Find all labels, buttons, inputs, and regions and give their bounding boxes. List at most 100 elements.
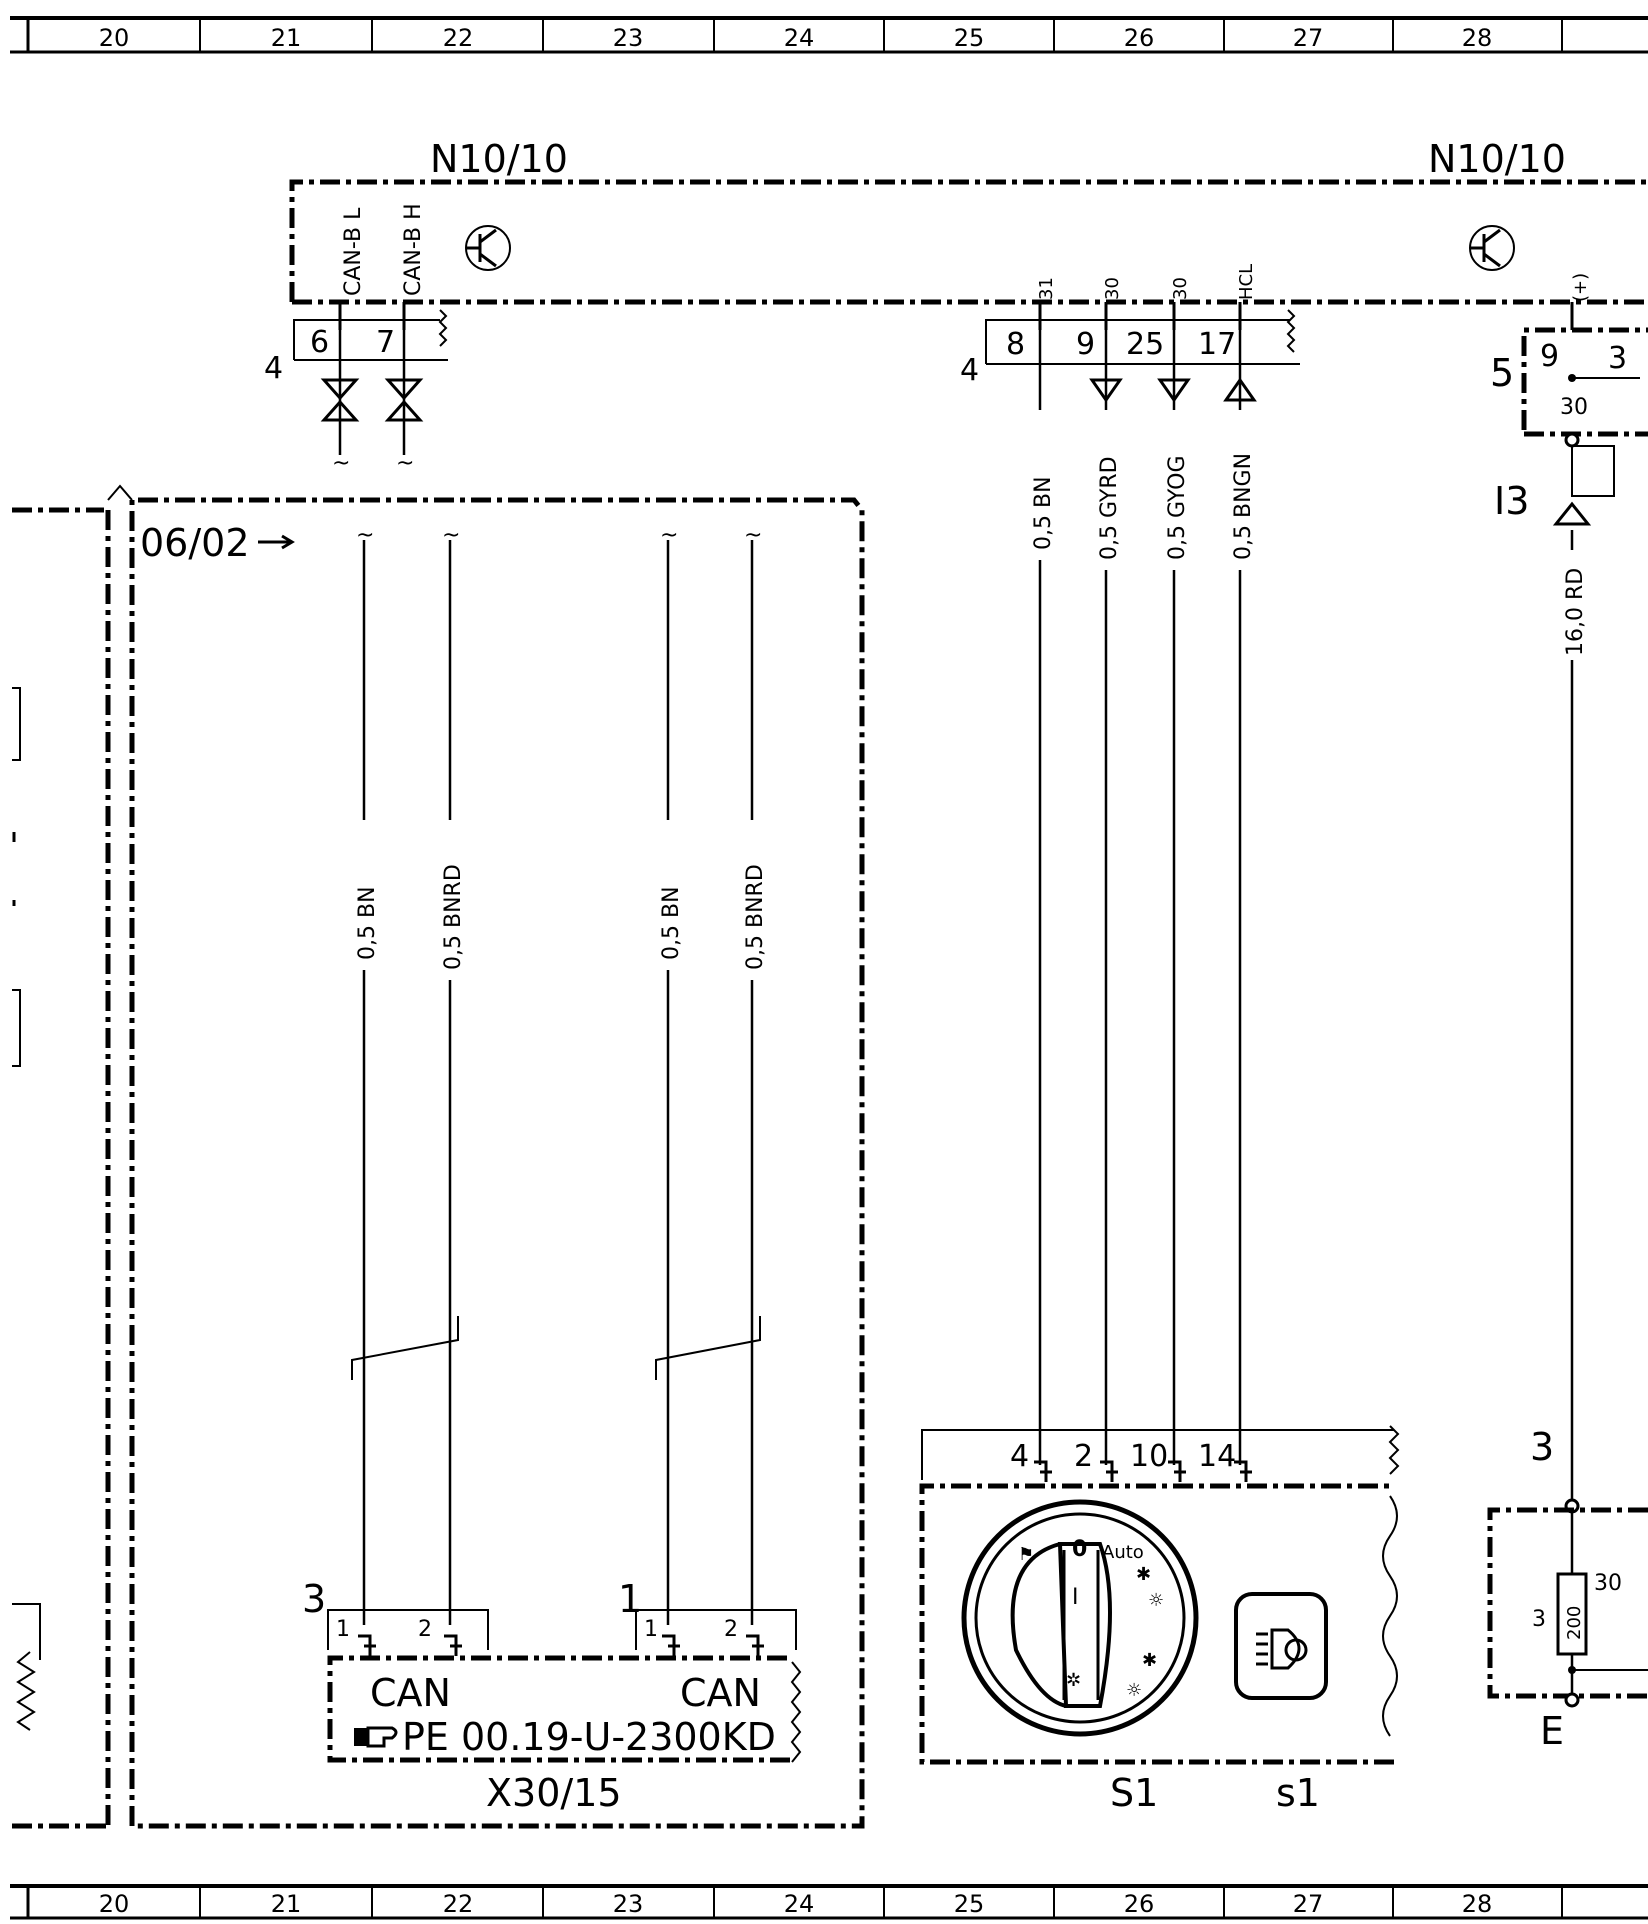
s1-pin-10: 10 [1130, 1439, 1168, 1474]
hand-pointer-icon [354, 1726, 398, 1748]
wire-label-bn: 0,5 BN [1031, 476, 1056, 550]
top-ruler: 20 21 22 23 24 25 26 27 28 [10, 16, 1648, 54]
can-pin-7: 7 [376, 325, 395, 360]
ruler-cell-23: 23 [613, 24, 644, 52]
s1-wires: 0,5 BN 0,5 GYRD 0,5 GYOG 0,5 BNGN [1024, 330, 1256, 1465]
headlamp-range-icon [1234, 1592, 1328, 1700]
e-terminal-30: 30 [1594, 1571, 1622, 1596]
s1-pin-4: 4 [1010, 1439, 1029, 1474]
wire-label-gyog: 0,5 GYOG [1165, 455, 1190, 560]
svg-text:~: ~ [442, 523, 460, 548]
wire-label-gyrd: 0,5 GYRD [1097, 456, 1122, 560]
e-left-pin: 3 [1532, 1607, 1546, 1632]
ruler-cell-21: 21 [271, 24, 302, 52]
s1-pin-2: 2 [1074, 1439, 1093, 1474]
svg-text:~: ~ [744, 523, 762, 548]
x30-box: 3 1 1 2 1 2 CAN CAN PE 00.19-U-2300KD X3… [302, 1577, 802, 1815]
can-wire-label-3: 0,5 BN [659, 886, 684, 960]
right-connector: (+) 5 9 3 30 I3 16,0 RD [1490, 273, 1648, 1500]
right-connector-number: 5 [1490, 351, 1514, 395]
ruler-cell-25: 25 [954, 24, 985, 52]
ruler-bottom-cell-26: 26 [1124, 1890, 1155, 1918]
svg-text:~: ~ [396, 451, 414, 476]
e-label: E [1540, 1709, 1564, 1753]
ruler-bottom-cell-23: 23 [613, 1890, 644, 1918]
can-b-h-label: CAN-B H [401, 203, 426, 296]
e-box: 3 200 3 30 E [1487, 1425, 1648, 1753]
transistor-icon-right [1469, 225, 1515, 271]
right-terminal-plus: (+) [1570, 273, 1591, 302]
x30-pin-2a: 2 [418, 1617, 432, 1642]
bottom-ruler: 20 21 22 23 24 25 26 27 28 [10, 1884, 1648, 1920]
arrow-up-icon-rd [1552, 501, 1592, 526]
svg-text:☼: ☼ [1126, 1680, 1142, 1701]
svg-text:~: ~ [660, 523, 678, 548]
double-arrow-icon-right [384, 378, 424, 422]
ruler-cell-27: 27 [1293, 24, 1324, 52]
ruler-bottom-cell-25: 25 [954, 1890, 985, 1918]
s1-box: 4 2 10 14 I 0 Auto ⚑ ✱ ☼ ✱ ☼ ✲ [919, 1425, 1400, 1815]
can-wire-label-2: 0,5 BNRD [441, 864, 466, 970]
mid-pin-8: 8 [1006, 327, 1025, 362]
n10-left-label: N10/10 [430, 137, 568, 181]
x30-can-left: CAN [370, 1671, 451, 1715]
e-resistor-value: 200 [1564, 1606, 1585, 1640]
can-connector-number: 4 [264, 351, 283, 386]
mid-pin-9: 9 [1076, 327, 1095, 362]
mid-connector: 31 30 30 HCL 4 8 9 25 17 [960, 264, 1300, 403]
ruler-cell-26: 26 [1124, 24, 1155, 52]
x30-can-right: CAN [680, 1671, 761, 1715]
mid-pin-17: 17 [1198, 327, 1236, 362]
wire-label-bngn: 0,5 BNGN [1231, 453, 1256, 560]
ruler-bottom-cell-21: 21 [271, 1890, 302, 1918]
ruler-bottom-cell-20: 20 [99, 1890, 130, 1918]
right-terminal-30: 30 [1560, 395, 1588, 420]
mid-terminal-30-b: 30 [1170, 277, 1191, 300]
ground-label-i3: I3 [1494, 479, 1529, 523]
double-arrow-icon-left [320, 378, 360, 422]
light-switch-knob-icon: I 0 Auto ⚑ ✱ ☼ ✱ ☼ ✲ [961, 1499, 1199, 1737]
can-wire-label-4: 0,5 BNRD [743, 864, 768, 970]
n10-module: N10/10 N10/10 [289, 137, 1648, 305]
knob-position-one: I [1072, 1585, 1079, 1610]
can-wire-label-1: 0,5 BN [355, 886, 380, 960]
s1-label: S1 [1110, 1771, 1158, 1815]
svg-text:~: ~ [332, 451, 350, 476]
can-wires: ~ ~ ~ ~ 0,5 BN 0,5 BNRD 0,5 BN 0,5 BNRD [348, 523, 768, 1625]
x30-pin-2b: 2 [724, 1617, 738, 1642]
mid-terminal-hcl: HCL [1236, 264, 1257, 300]
ruler-cell-20: 20 [99, 24, 130, 52]
e-pin-3: 3 [1530, 1425, 1554, 1469]
svg-text:~: ~ [356, 523, 374, 548]
mid-connector-number: 4 [960, 353, 979, 388]
mid-terminal-31: 31 [1036, 277, 1057, 300]
knob-position-auto: Auto [1102, 1542, 1144, 1563]
n10-right-label: N10/10 [1428, 137, 1566, 181]
can-b-l-label: CAN-B L [341, 207, 366, 296]
can-zone: 06/02 [12, 484, 865, 1829]
ruler-cell-28: 28 [1462, 24, 1493, 52]
transistor-icon-left [465, 225, 511, 271]
x30-group-right: 1 [618, 1577, 642, 1621]
svg-text:⚑: ⚑ [1018, 1544, 1034, 1565]
arrow-right-icon [258, 534, 295, 550]
ruler-cell-24: 24 [784, 24, 815, 52]
date-note: 06/02 [140, 521, 250, 565]
x30-group-left: 3 [302, 1577, 326, 1621]
right-pin-3: 3 [1608, 341, 1627, 376]
ruler-bottom-cell-28: 28 [1462, 1890, 1493, 1918]
ruler-bottom-cell-22: 22 [443, 1890, 474, 1918]
can-connector-group: CAN-B L CAN-B H 4 6 7 ~ ~ [264, 203, 448, 476]
svg-text:✱: ✱ [1136, 1564, 1151, 1585]
x30-pe-ref: PE 00.19-U-2300KD [402, 1715, 776, 1759]
s1-pin-14: 14 [1198, 1439, 1236, 1474]
ruler-bottom-cell-27: 27 [1293, 1890, 1324, 1918]
x30-pin-1b: 1 [644, 1617, 658, 1642]
ruler-bottom-cell-24: 24 [784, 1890, 815, 1918]
ruler-cell-22: 22 [443, 24, 474, 52]
can-pin-6: 6 [310, 325, 329, 360]
svg-text:✱: ✱ [1142, 1650, 1157, 1671]
svg-text:☼: ☼ [1148, 1590, 1164, 1611]
x30-pin-1a: 1 [336, 1617, 350, 1642]
